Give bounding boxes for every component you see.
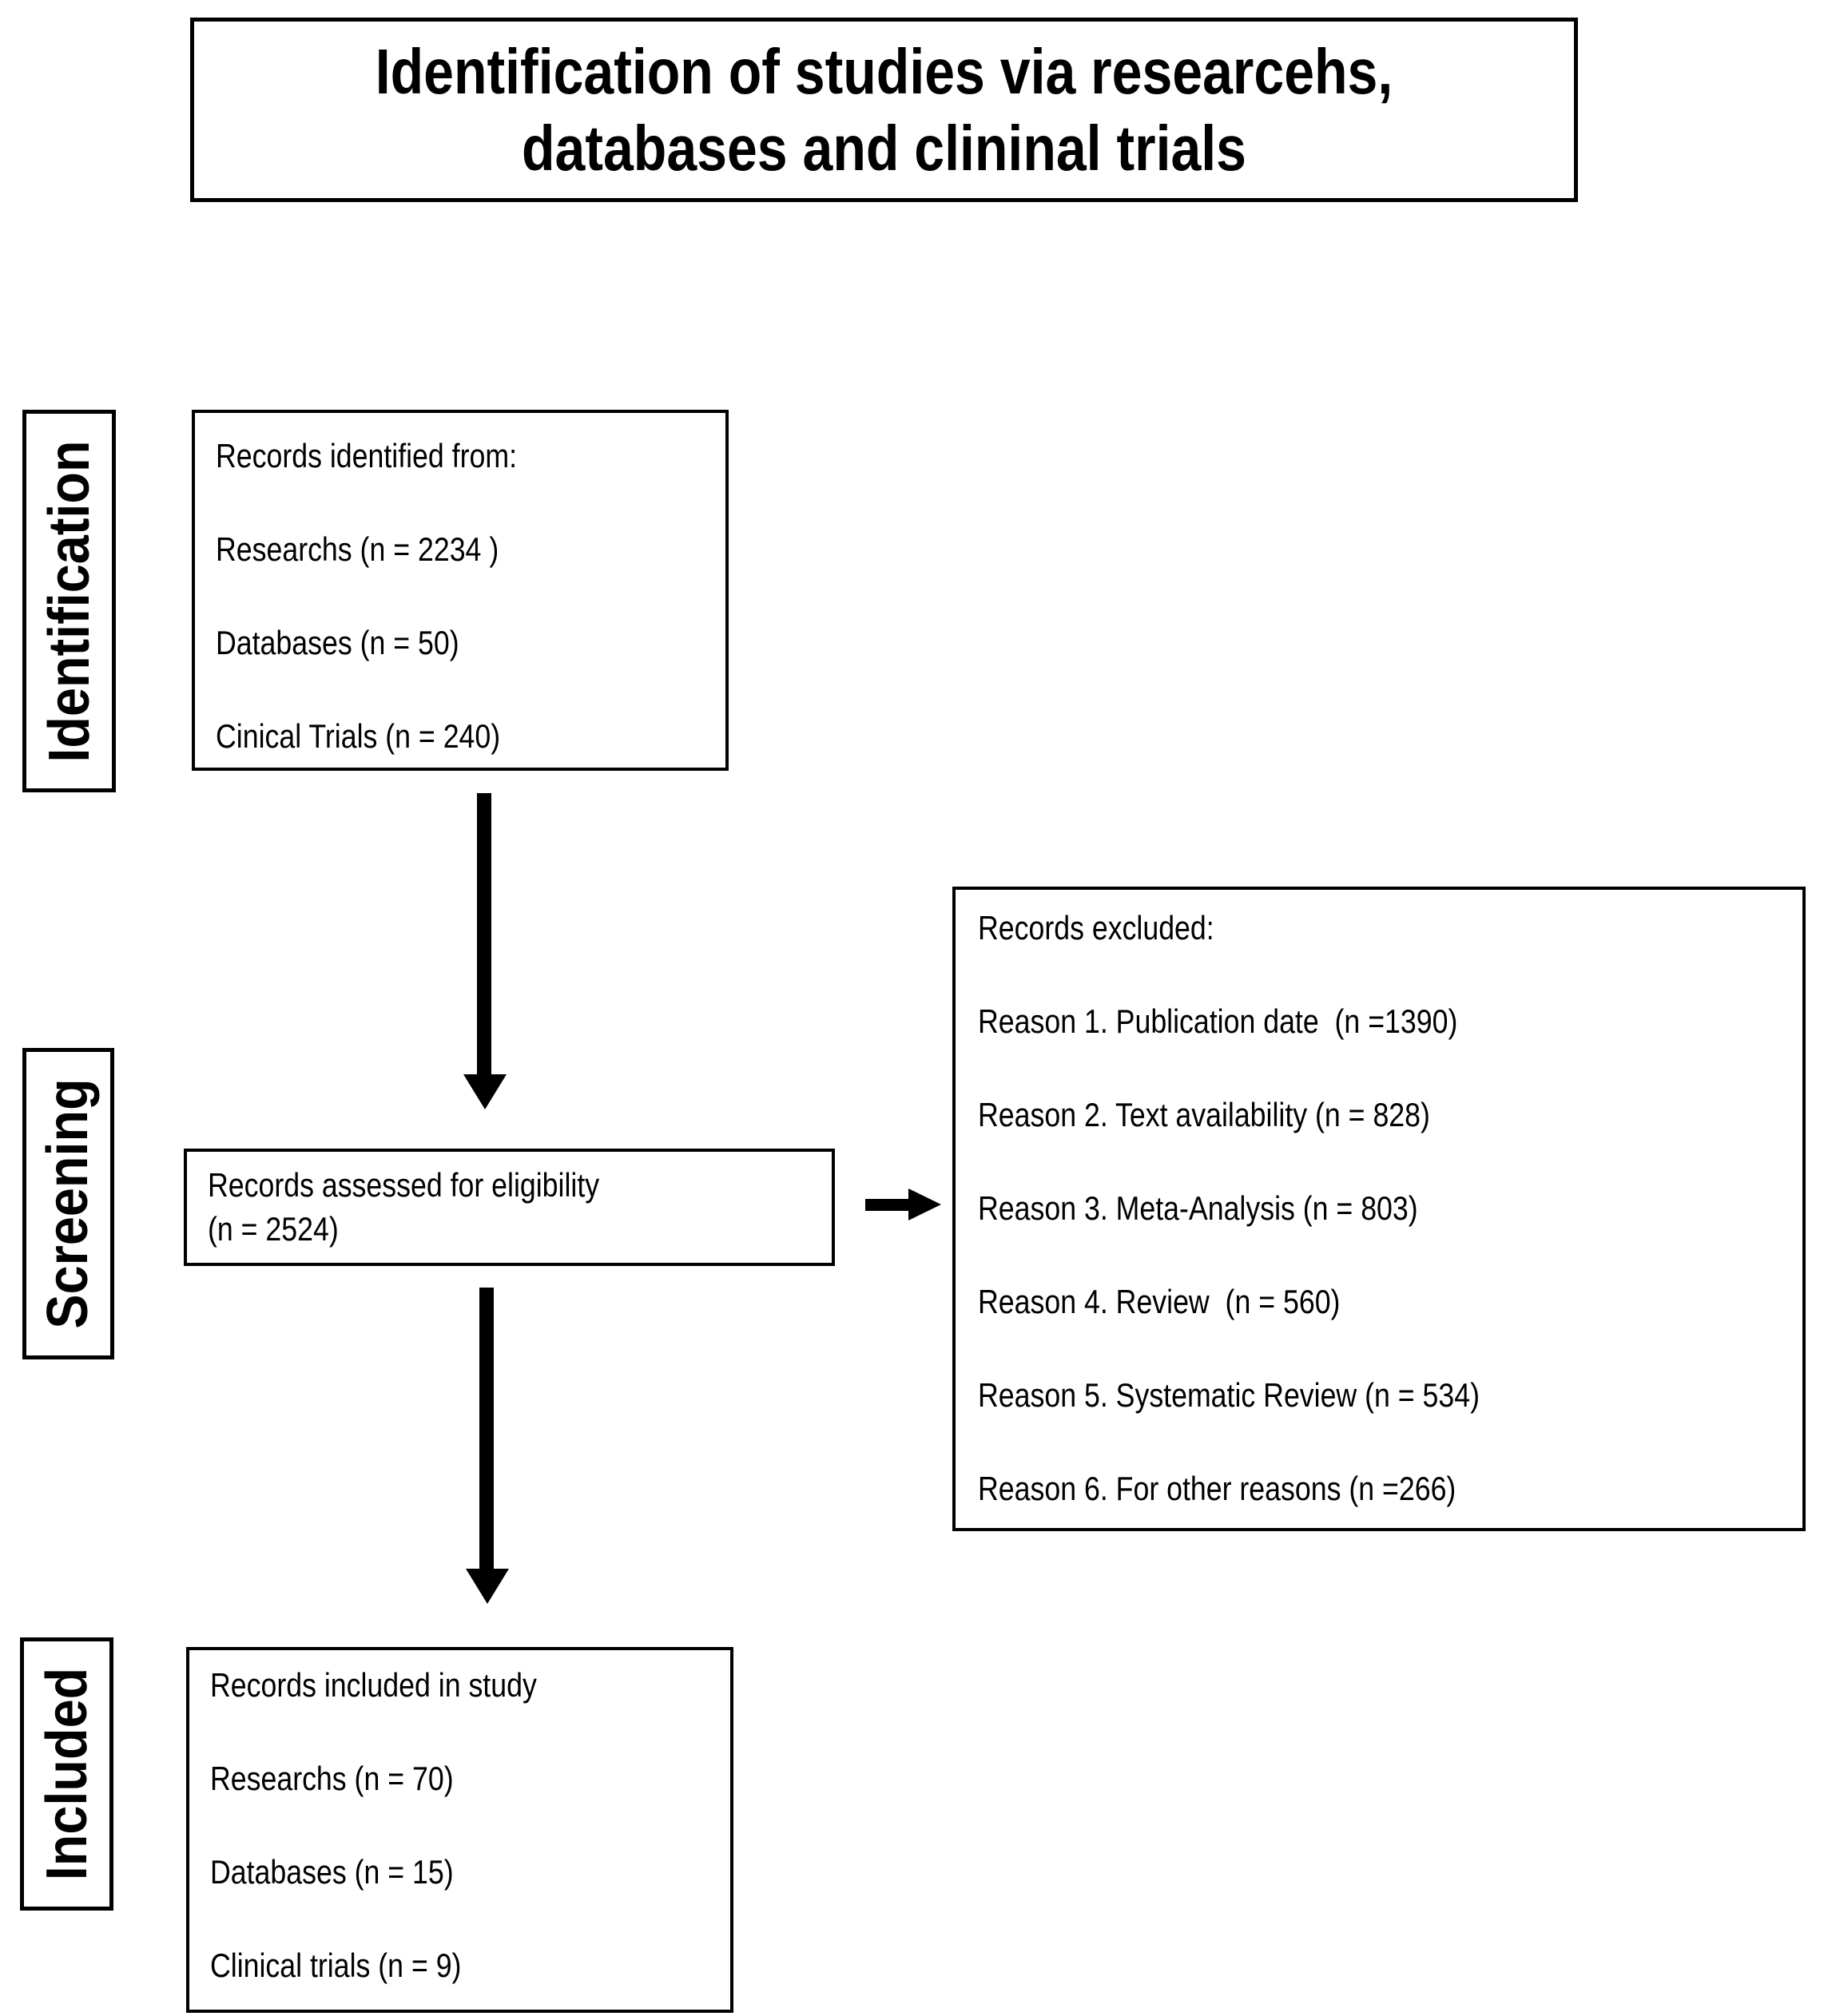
title-line-2: databases and clininal trials (521, 112, 1247, 184)
records-excluded-reason-6: Reason 6. For other reasons (n =266) (978, 1470, 1456, 1507)
records-excluded-reason-2: Reason 2. Text availability (n = 828) (978, 1096, 1430, 1133)
stage-label-identification: Identification (22, 410, 116, 792)
stage-label-screening: Screening (22, 1048, 114, 1359)
stage-label-included: Included (20, 1637, 113, 1911)
arrow-right-icon (908, 1189, 941, 1220)
records-excluded-reason-1: Reason 1. Publication date (n =1390) (978, 1002, 1458, 1040)
title-line-1: Identification of studies via researcehs… (375, 35, 1393, 107)
records-assessed-line-2: (n = 2524) (208, 1210, 339, 1248)
arrow-assessed-to-included-shaft (479, 1288, 494, 1569)
arrow-assessed-to-excluded-shaft (865, 1199, 912, 1211)
records-excluded-reason-4: Reason 4. Review (n = 560) (978, 1283, 1341, 1320)
records-excluded-reason-3: Reason 3. Meta-Analysis (n = 803) (978, 1189, 1418, 1227)
records-included-box: Records included in study Researchs (n =… (186, 1647, 733, 2013)
records-assessed-line-1: Records assessed for eligibility (208, 1166, 600, 1204)
arrow-down-icon (466, 1569, 509, 1604)
arrow-down-icon (463, 1074, 507, 1109)
stage-label-included-text: Included (34, 1667, 99, 1881)
records-excluded-heading: Records excluded: (978, 909, 1214, 946)
arrow-identified-to-assessed-shaft (477, 793, 491, 1074)
stage-label-identification-text: Identification (37, 439, 101, 763)
records-included-researchs: Researchs (n = 70) (210, 1760, 454, 1797)
records-included-heading: Records included in study (210, 1666, 537, 1704)
records-identified-box: Records identified from: Researchs (n = … (192, 410, 729, 771)
records-identified-databases: Databases (n = 50) (216, 624, 459, 661)
records-identified-heading: Records identified from: (216, 437, 518, 474)
records-excluded-reason-5: Reason 5. Systematic Review (n = 534) (978, 1376, 1480, 1414)
title-box: Identification of studies via researcehs… (190, 18, 1578, 202)
records-assessed-box: Records assessed for eligibility (n = 25… (184, 1149, 835, 1266)
records-excluded-box: Records excluded: Reason 1. Publication … (952, 887, 1806, 1531)
records-included-databases: Databases (n = 15) (210, 1853, 454, 1891)
stage-label-screening-text: Screening (36, 1078, 101, 1329)
records-identified-researchs: Researchs (n = 2234 ) (216, 530, 499, 568)
records-identified-clinical-trials: Cinical Trials (n = 240) (216, 717, 501, 755)
records-included-clinical-trials: Clinical trials (n = 9) (210, 1947, 462, 1984)
